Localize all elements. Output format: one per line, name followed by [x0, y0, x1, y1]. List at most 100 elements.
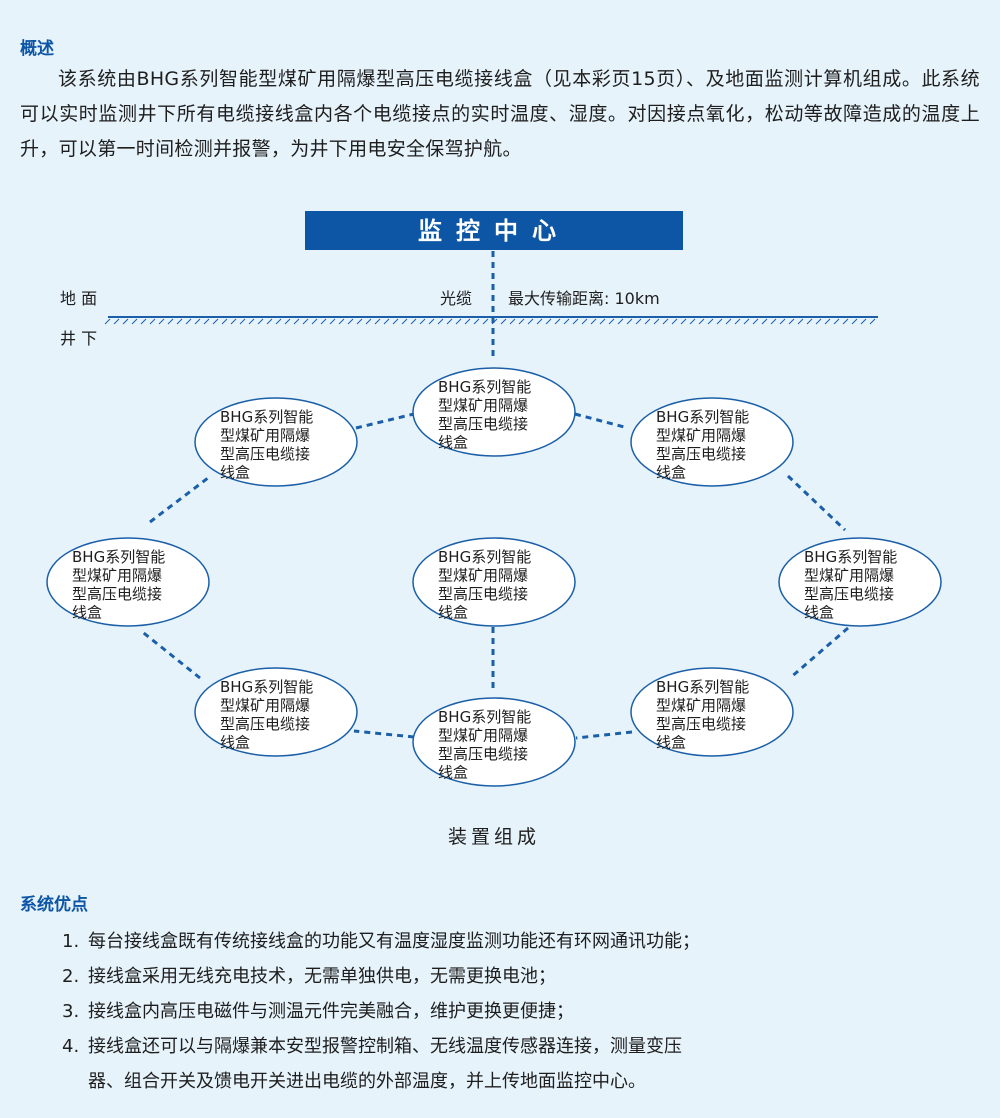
node-ellipse [194, 397, 358, 487]
node-label-line: 型煤矿用隔爆 [656, 427, 746, 445]
hatch-mark [734, 318, 741, 325]
cable-label: 光缆 [440, 289, 472, 308]
hatch-mark [401, 318, 408, 325]
ring-link [574, 412, 629, 430]
node-label-line: BHG系列智能 [438, 708, 531, 726]
node-label-line: BHG系列智能 [804, 548, 897, 566]
control-center-label: 监控中心 [418, 217, 570, 245]
advantage-item: 4.接线盒还可以与隔爆兼本安型报警控制箱、无线温度传感器连接，测量变压 [62, 1029, 700, 1064]
node-label-line: BHG系列智能 [72, 548, 165, 566]
node-label-line: BHG系列智能 [438, 548, 531, 566]
hatch-mark [383, 318, 390, 325]
junction-box-node: BHG系列智能型煤矿用隔爆型高压电缆接线盒 [412, 367, 576, 457]
node-label-line: 型高压电缆接 [438, 745, 528, 763]
hatch-mark [509, 318, 516, 325]
hatch-mark [248, 318, 255, 325]
node-label-line: 线盒 [804, 604, 834, 622]
hatch-mark [617, 318, 624, 325]
node-label-line: BHG系列智能 [220, 678, 313, 696]
hatch-mark [293, 318, 300, 325]
hatch-mark [491, 318, 498, 325]
junction-box-node: BHG系列智能型煤矿用隔爆型高压电缆接线盒 [630, 397, 794, 487]
hatch-mark [698, 318, 705, 325]
hatch-mark [221, 318, 228, 325]
hatch-mark [779, 318, 786, 325]
hatch-mark [752, 318, 759, 325]
hatch-mark [482, 318, 489, 325]
node-label-line: 型煤矿用隔爆 [438, 397, 528, 415]
node-ellipse [778, 537, 942, 627]
node-label-line: 型煤矿用隔爆 [656, 697, 746, 715]
node-label-line: 型煤矿用隔爆 [438, 727, 528, 745]
hatch-mark [347, 318, 354, 325]
hatch-mark [581, 318, 588, 325]
advantage-text: 接线盒内高压电磁件与测温元件完美融合，维护更换更便捷； [88, 1001, 574, 1022]
node-label-line: 线盒 [656, 734, 686, 752]
node-label-line: 线盒 [438, 434, 468, 452]
hatch-mark [410, 318, 417, 325]
advantage-number: 3. [62, 1001, 80, 1022]
hatch-mark [869, 318, 876, 325]
node-label-line: BHG系列智能 [438, 378, 531, 396]
node-label-line: 线盒 [438, 604, 468, 622]
advantage-number: 2. [62, 966, 80, 987]
hatch-mark [167, 318, 174, 325]
hatch-mark [275, 318, 282, 325]
hatch-mark [392, 318, 399, 325]
node-label-line: 型煤矿用隔爆 [804, 567, 894, 585]
hatch-mark [212, 318, 219, 325]
ground-hatch [104, 318, 876, 325]
hatch-mark [149, 318, 156, 325]
hatch-mark [311, 318, 318, 325]
hatch-mark [284, 318, 291, 325]
hatch-mark [653, 318, 660, 325]
ring-link [786, 474, 847, 532]
node-ellipse [412, 367, 576, 457]
junction-box-node: BHG系列智能型煤矿用隔爆型高压电缆接线盒 [194, 397, 358, 487]
node-label-line: 线盒 [220, 734, 250, 752]
hatch-mark [725, 318, 732, 325]
hatch-mark [356, 318, 363, 325]
advantage-number: 1. [62, 931, 80, 952]
node-ellipse [46, 537, 210, 627]
hatch-mark [644, 318, 651, 325]
hatch-mark [563, 318, 570, 325]
node-ellipse [630, 667, 794, 757]
system-diagram: 监控中心 地 面 井 下 光缆 最大传输距离: 10km BHG系列智能型煤矿用… [46, 211, 942, 848]
hatch-mark [437, 318, 444, 325]
ring-link [149, 476, 209, 524]
hatch-mark [680, 318, 687, 325]
hatch-mark [176, 318, 183, 325]
advantage-text: 每台接线盒既有传统接线盒的功能又有温度湿度监测功能还有环网通讯功能； [88, 931, 700, 952]
advantage-number: 4. [62, 1036, 80, 1057]
hatch-mark [833, 318, 840, 325]
node-label-line: 型高压电缆接 [220, 445, 310, 463]
ring-link [139, 628, 201, 680]
hatch-mark [473, 318, 480, 325]
hatch-mark [158, 318, 165, 325]
hatch-mark [599, 318, 606, 325]
node-label-line: BHG系列智能 [220, 408, 313, 426]
node-label-line: 型高压电缆接 [804, 585, 894, 603]
hatch-mark [689, 318, 696, 325]
ring-link [575, 730, 633, 740]
diagram-caption: 装置组成 [448, 826, 540, 848]
hatch-mark [815, 318, 822, 325]
node-label-line: 型高压电缆接 [438, 415, 528, 433]
overview-title: 概述 [20, 39, 54, 59]
hatch-mark [131, 318, 138, 325]
hatch-mark [671, 318, 678, 325]
hatch-mark [806, 318, 813, 325]
node-label-line: 型煤矿用隔爆 [438, 567, 528, 585]
hatch-mark [707, 318, 714, 325]
ring-link [789, 626, 849, 680]
hatch-mark [320, 318, 327, 325]
hatch-mark [104, 318, 111, 325]
node-label-line: 型高压电缆接 [220, 715, 310, 733]
node-label-line: 型高压电缆接 [438, 585, 528, 603]
hatch-mark [185, 318, 192, 325]
hatch-mark [239, 318, 246, 325]
node-ellipse [194, 667, 358, 757]
hatch-mark [140, 318, 147, 325]
hatch-mark [662, 318, 669, 325]
